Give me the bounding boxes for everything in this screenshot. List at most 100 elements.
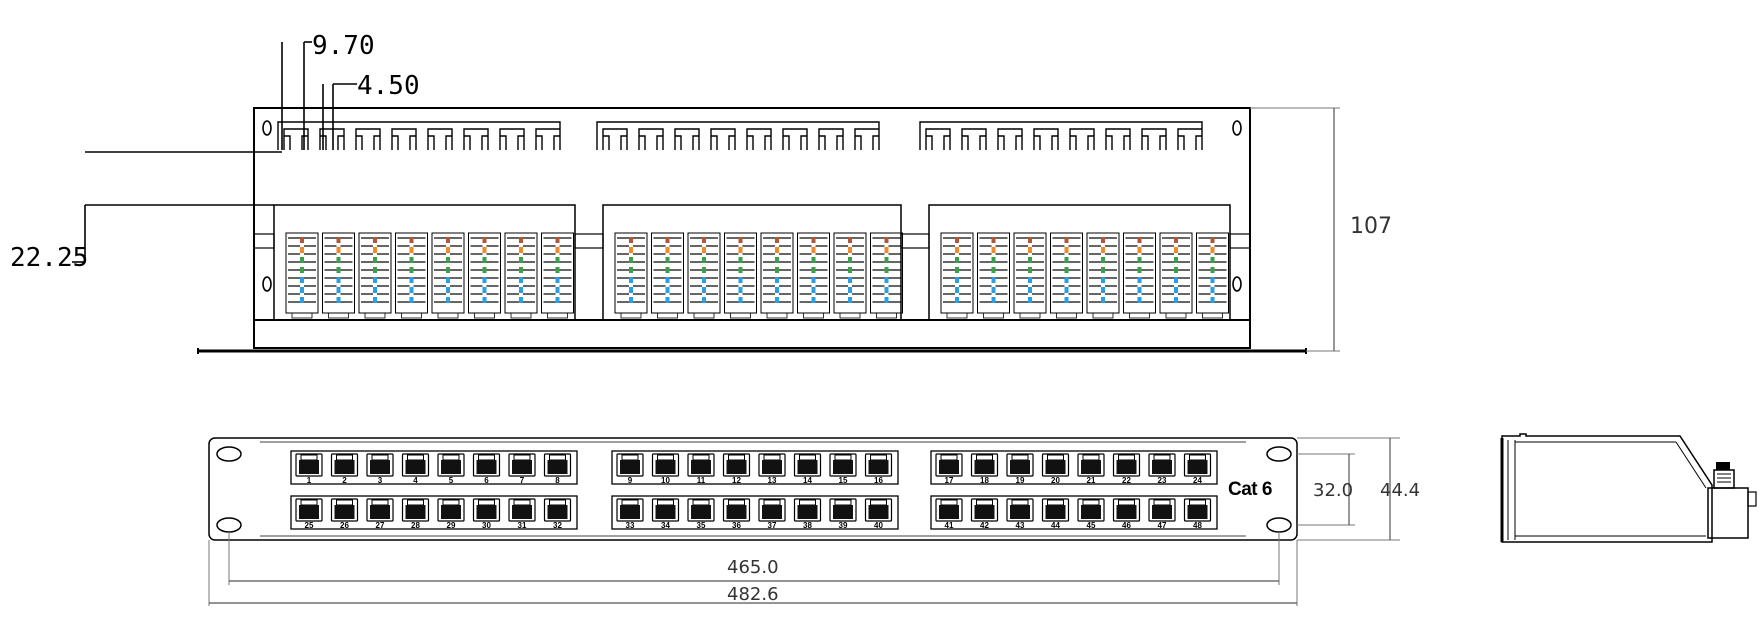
- rj45-socket: [512, 460, 532, 474]
- dim-gap-label: 4.50: [357, 71, 420, 101]
- rj45-port[interactable]: 10: [651, 453, 680, 485]
- dim-row-spacing-label: 32.0: [1313, 480, 1353, 501]
- rj45-port[interactable]: 37: [758, 498, 786, 530]
- port-number: 7: [520, 476, 525, 485]
- rj45-port[interactable]: 46: [1112, 498, 1141, 530]
- rj45-port[interactable]: 18: [970, 453, 999, 485]
- dim-depth-label: 22.25: [10, 243, 88, 273]
- port-number: 29: [447, 521, 456, 530]
- port-number: 44: [1051, 521, 1060, 530]
- idc-block: [797, 232, 830, 319]
- rj45-socket: [1152, 505, 1172, 519]
- rj45-socket: [691, 505, 711, 519]
- rj45-socket: [939, 505, 959, 519]
- rj45-port[interactable]: 28: [401, 498, 430, 530]
- rj45-socket: [1045, 505, 1066, 519]
- rj45-socket: [299, 460, 319, 474]
- rj45-port[interactable]: 17: [935, 453, 963, 485]
- port-number: 2: [342, 476, 347, 485]
- rj45-socket: [1116, 505, 1137, 519]
- rj45-port[interactable]: 44: [1041, 498, 1070, 530]
- rj45-port[interactable]: 11: [687, 453, 715, 485]
- rj45-socket: [868, 460, 889, 474]
- idc-block: [651, 232, 684, 319]
- rj45-port[interactable]: 26: [330, 498, 359, 530]
- port-number: 6: [484, 476, 489, 485]
- rj45-port[interactable]: 34: [651, 498, 680, 530]
- rj45-port[interactable]: 6: [472, 453, 501, 485]
- rj45-socket: [547, 460, 568, 474]
- rj45-port[interactable]: 7: [508, 453, 536, 485]
- mount-hole: [262, 276, 272, 292]
- rj45-port[interactable]: 32: [543, 498, 572, 530]
- top-view-shelf: [253, 319, 1251, 349]
- rj45-port[interactable]: 25: [295, 498, 323, 530]
- port-number: 12: [732, 476, 741, 485]
- top-view: 9.70 4.50 22.25 107: [10, 31, 1392, 354]
- side-view-jack: [1707, 487, 1749, 539]
- rj45-port[interactable]: 24: [1183, 453, 1212, 485]
- idc-block: [431, 232, 465, 319]
- rj45-port[interactable]: 12: [722, 453, 751, 485]
- rj45-port[interactable]: 1: [295, 453, 323, 485]
- rj45-port[interactable]: 4: [401, 453, 430, 485]
- side-view-body: [1501, 433, 1713, 543]
- rj45-port[interactable]: 27: [366, 498, 394, 530]
- rj45-socket: [620, 505, 640, 519]
- rj45-port[interactable]: 40: [864, 498, 893, 530]
- rj45-socket: [1045, 460, 1066, 474]
- punchdown-module: [273, 204, 576, 321]
- rj45-port[interactable]: 22: [1112, 453, 1141, 485]
- rj45-port[interactable]: 15: [829, 453, 857, 485]
- port-number: 36: [732, 521, 741, 530]
- rj45-port[interactable]: 23: [1148, 453, 1176, 485]
- rj45-port[interactable]: 38: [793, 498, 822, 530]
- rj45-socket: [620, 460, 640, 474]
- rj45-port[interactable]: 35: [687, 498, 715, 530]
- rj45-port[interactable]: 29: [437, 498, 465, 530]
- port-number: 8: [555, 476, 560, 485]
- port-number: 5: [449, 476, 454, 485]
- rj45-port[interactable]: 14: [793, 453, 822, 485]
- rj45-port[interactable]: 41: [935, 498, 963, 530]
- port-number: 14: [803, 476, 812, 485]
- idc-block: [541, 232, 574, 319]
- comb-strip: [277, 121, 561, 150]
- rj45-socket: [1152, 460, 1172, 474]
- rj45-port[interactable]: 21: [1077, 453, 1105, 485]
- rj45-port[interactable]: 5: [437, 453, 465, 485]
- comb-strip: [596, 121, 880, 150]
- rj45-socket: [691, 460, 711, 474]
- port-number: 25: [305, 521, 314, 530]
- dim-mount-span-label: 465.0: [727, 557, 779, 578]
- port-number: 34: [661, 521, 670, 530]
- mount-hole: [1232, 276, 1242, 292]
- rj45-port[interactable]: 9: [616, 453, 644, 485]
- rj45-port[interactable]: 20: [1041, 453, 1070, 485]
- rj45-port[interactable]: 30: [472, 498, 501, 530]
- side-view-latch: [1716, 462, 1730, 470]
- idc-block: [358, 232, 392, 319]
- rj45-port[interactable]: 47: [1148, 498, 1176, 530]
- rj45-port[interactable]: 31: [508, 498, 536, 530]
- rj45-port[interactable]: 45: [1077, 498, 1105, 530]
- mount-slot: [216, 446, 242, 462]
- rj45-socket: [1187, 460, 1208, 474]
- rj45-port[interactable]: 36: [722, 498, 751, 530]
- rj45-port[interactable]: 39: [829, 498, 857, 530]
- rj45-socket: [299, 505, 319, 519]
- rj45-port[interactable]: 2: [330, 453, 359, 485]
- rj45-port[interactable]: 48: [1183, 498, 1212, 530]
- port-block: 1 2 3 4 5 6 7 8: [290, 450, 578, 485]
- rj45-port[interactable]: 3: [366, 453, 394, 485]
- rj45-port[interactable]: 19: [1006, 453, 1034, 485]
- port-number: 10: [661, 476, 670, 485]
- rj45-port[interactable]: 42: [970, 498, 999, 530]
- rj45-port[interactable]: 33: [616, 498, 644, 530]
- port-number: 4: [413, 476, 418, 485]
- rj45-port[interactable]: 16: [864, 453, 893, 485]
- rj45-port[interactable]: 8: [543, 453, 572, 485]
- rj45-port[interactable]: 13: [758, 453, 786, 485]
- rj45-port[interactable]: 43: [1006, 498, 1034, 530]
